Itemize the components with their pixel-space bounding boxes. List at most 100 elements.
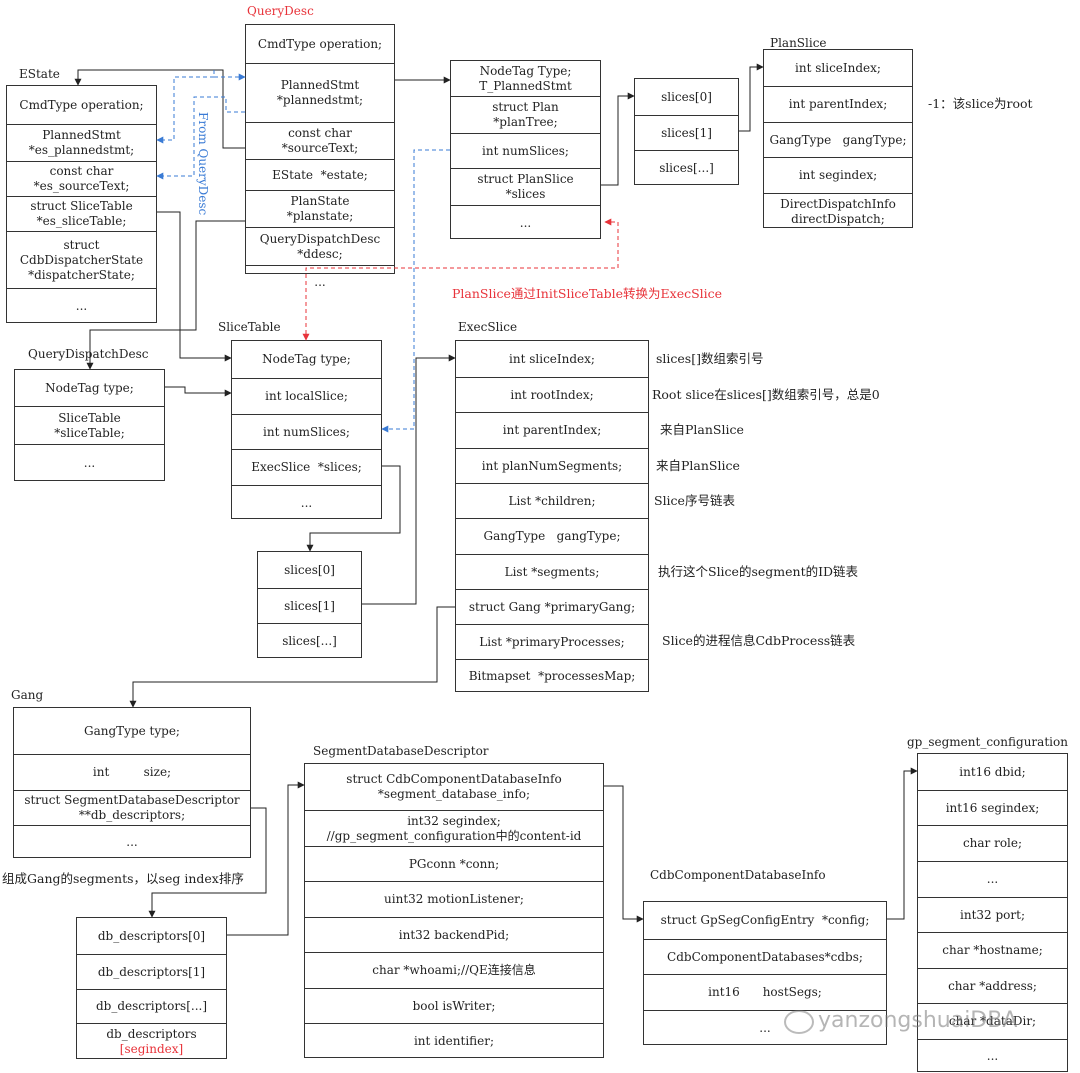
- execslices-array-item: slices[1]: [258, 588, 361, 623]
- slicetable-field: int localSlice;: [232, 378, 381, 414]
- link-blue-sourcetext: [156, 96, 245, 180]
- execslice-note-segments: 执行这个Slice的segment的ID链表: [658, 564, 859, 579]
- planslice-field: int sliceIndex;: [795, 60, 881, 75]
- link-execslice: [362, 354, 456, 605]
- gang-title: Gang: [11, 688, 44, 702]
- plannedstmt-field: struct Plan *planTree;: [451, 96, 600, 133]
- execslice-field: List *segments;: [456, 554, 648, 589]
- dbdescriptors-array-box: db_descriptors[0] db_descriptors[1] db_d…: [76, 917, 227, 1059]
- cdbcompdbinfo-box: struct GpSegConfigEntry *config; CdbComp…: [643, 901, 887, 1045]
- planslices-array-box: slices[0] slices[1] slices[...]: [634, 78, 739, 185]
- link-ddesc: [86, 220, 245, 370]
- execslice-box: int sliceIndex; int rootIndex; int paren…: [455, 340, 649, 692]
- execslices-array-box: slices[0] slices[1] slices[...]: [257, 551, 362, 658]
- cdbcompdbinfo-field: ...: [644, 1010, 886, 1046]
- plannedstmt-field: int numSlices;: [451, 133, 600, 168]
- planslice-field: int segindex;: [764, 157, 912, 193]
- link-segdbdesc: [227, 781, 305, 936]
- estate-field: const char *es_sourceText;: [7, 161, 156, 196]
- execslice-note-primaryprocesses: Slice的进程信息CdbProcess链表: [662, 633, 856, 648]
- execslice-note-plannumsegments: 来自PlanSlice: [656, 458, 740, 473]
- gang-note: 组成Gang的segments，以seg index排序: [2, 871, 244, 886]
- wechat-icon: [784, 1010, 814, 1034]
- querydispatchdesc-box: NodeTag type; SliceTable *sliceTable; ..…: [14, 369, 165, 481]
- link-estate: [74, 69, 245, 149]
- gpsegconf-field: char role;: [918, 825, 1067, 861]
- estate-title: EState: [19, 67, 60, 81]
- segdbdesc-field: int32 segindex; //gp_segment_configurati…: [305, 810, 603, 846]
- estate-field: struct CdbDispatcherState *dispatcherSta…: [7, 231, 156, 288]
- gpsegconf-field: char *dataDir;: [918, 1003, 1067, 1039]
- segdbdesc-field: int identifier;: [305, 1023, 603, 1059]
- link-config: [887, 767, 918, 920]
- link-dbdescriptors: [148, 807, 267, 918]
- dbdescriptors-last-index: [segindex]: [119, 1042, 184, 1056]
- watermark: yanzongshuaiDBA: [818, 1008, 1018, 1033]
- querydispatchdesc-field: NodeTag type;: [45, 380, 134, 395]
- cdbcompdbinfo-field: CdbComponentDatabases*cdbs;: [644, 939, 886, 974]
- execslice-field: List *primaryProcesses;: [456, 624, 648, 659]
- estate-box: CmdType operation; PlannedStmt *es_plann…: [6, 85, 157, 323]
- execslice-field: Bitmapset *processesMap;: [456, 659, 648, 693]
- estate-field: CmdType operation;: [19, 97, 144, 112]
- querydesc-field: CmdType operation;: [257, 36, 383, 51]
- estate-field: PlannedStmt *es_plannedstmt;: [7, 124, 156, 161]
- planslice-title: PlanSlice: [770, 36, 827, 50]
- slicetable-title: SliceTable: [218, 320, 281, 334]
- segdbdesc-box: struct CdbComponentDatabaseInfo *segment…: [304, 763, 604, 1058]
- link-planslice: [739, 63, 764, 132]
- gpsegconf-field: char *address;: [918, 968, 1067, 1003]
- gpsegconf-field: int32 port;: [918, 897, 1067, 932]
- querydispatchdesc-field: ...: [15, 444, 164, 482]
- gang-field: int size;: [14, 754, 250, 790]
- querydesc-field: PlanState *planstate;: [246, 190, 394, 227]
- querydesc-field: const char *sourceText;: [246, 122, 394, 159]
- gpsegconf-field: int16 segindex;: [918, 790, 1067, 825]
- planslice-box: int sliceIndex; int parentIndex; GangTyp…: [763, 49, 913, 228]
- estate-field: ...: [7, 288, 156, 324]
- gang-box: GangType type; int size; struct SegmentD…: [13, 707, 251, 858]
- gpsegconf-title: gp_segment_configuration: [907, 735, 1068, 749]
- slicetable-field: int numSlices;: [232, 414, 381, 449]
- execslice-field: int parentIndex;: [456, 412, 648, 448]
- link-primarygang: [129, 606, 455, 708]
- execslice-field: int rootIndex;: [456, 377, 648, 412]
- planslice-field: GangType gangType;: [764, 122, 912, 157]
- execslice-field: GangType gangType;: [456, 518, 648, 554]
- execslices-array-item: slices[...]: [258, 623, 361, 659]
- gpsegconf-field: int16 dbid;: [959, 764, 1026, 779]
- planslice-field: DirectDispatchInfo directDispatch;: [764, 193, 912, 229]
- link-blue-numslices: [381, 149, 450, 433]
- link-blue-plannedstmt-out: [213, 70, 246, 81]
- link-red-convert: [302, 222, 619, 341]
- plannedstmt-field: NodeTag Type; T_PlannedStmt: [479, 63, 572, 93]
- link-blue-plannedstmt: [156, 76, 214, 144]
- link-execslices: [306, 465, 401, 552]
- dbdescriptors-array-item: db_descriptors [segindex]: [77, 1023, 226, 1060]
- segdbdesc-field: int32 backendPid;: [305, 917, 603, 952]
- gpsegconf-field: ...: [918, 861, 1067, 897]
- plannedstmt-field: struct PlanSlice *slices: [451, 168, 600, 205]
- link-cdbinfo: [604, 785, 644, 923]
- cdbcompdbinfo-field: struct GpSegConfigEntry *config;: [660, 913, 870, 927]
- link-planslices: [601, 92, 635, 186]
- segdbdesc-field: char *whoami;//QE连接信息: [305, 952, 603, 988]
- estate-field: struct SliceTable *es_sliceTable;: [7, 196, 156, 231]
- gang-field: ...: [14, 825, 250, 859]
- execslice-note-children: Slice序号链表: [654, 493, 735, 508]
- link-red-convert-head: [604, 218, 619, 268]
- execslice-note-parentindex: 来自PlanSlice: [660, 422, 744, 437]
- root-note: -1：该slice为root: [928, 96, 1033, 111]
- querydesc-field: ...: [246, 265, 394, 299]
- execslice-field: int planNumSegments;: [456, 448, 648, 483]
- execslices-array-item: slices[0]: [284, 562, 335, 577]
- querydispatchdesc-field: SliceTable *sliceTable;: [15, 406, 164, 444]
- dbdescriptors-array-item: db_descriptors[1]: [77, 954, 226, 989]
- link-qdd-slicetable: [165, 386, 232, 397]
- querydispatchdesc-title: QueryDispatchDesc: [28, 347, 149, 361]
- plannedstmt-box: NodeTag Type; T_PlannedStmt struct Plan …: [450, 60, 601, 239]
- cdbcompdbinfo-field: int16 hostSegs;: [644, 974, 886, 1010]
- segdbdesc-field: PGconn *conn;: [305, 846, 603, 881]
- slicetable-field: ...: [232, 485, 381, 520]
- execslice-note-sliceindex: slices[]数组索引号: [656, 351, 764, 366]
